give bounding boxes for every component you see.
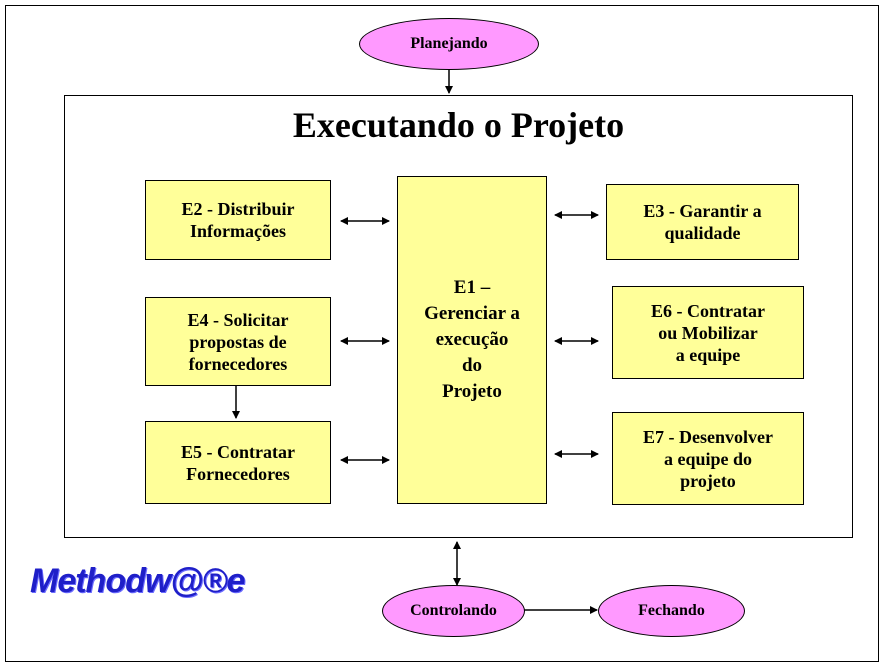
node-e4: E4 - Solicitar propostas de fornecedores [145,297,331,386]
node-e2: E2 - Distribuir Informações [145,180,331,260]
node-e1: E1 – Gerenciar a execução do Projeto [397,176,547,504]
node-e5: E5 - Contratar Fornecedores [145,421,331,504]
diagram-title: Executando o Projeto [292,105,625,145]
node-e3: E3 - Garantir a qualidade [606,184,799,260]
node-e7: E7 - Desenvolver a equipe do projeto [612,412,804,505]
methodware-logo: Methodw@®e [30,562,245,600]
node-e6: E6 - Contratar ou Mobilizar a equipe [612,286,804,379]
node-controlando: Controlando [382,585,525,637]
node-planejando: Planejando [359,18,539,70]
node-fechando: Fechando [598,585,745,637]
slide-frame [5,5,879,662]
